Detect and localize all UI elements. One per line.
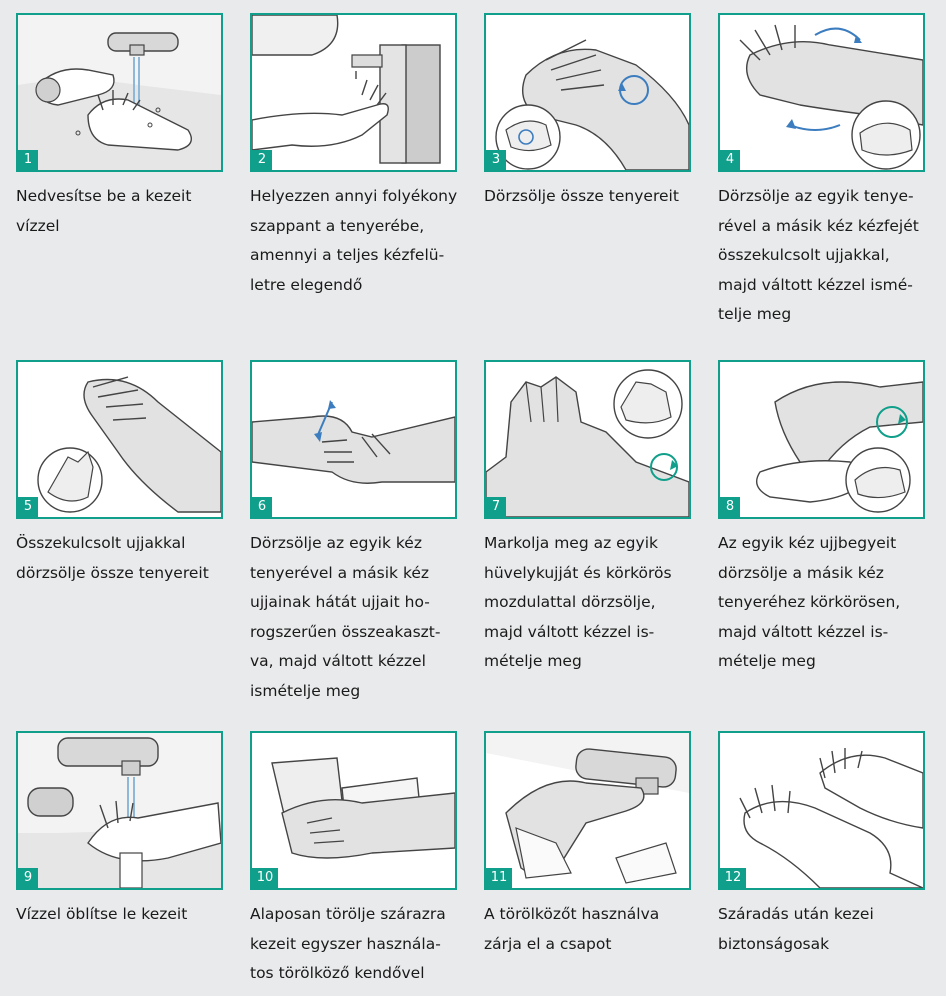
step-3-illustration: 3 xyxy=(484,13,691,172)
step-caption: Nedvesítse be a kezeit vízzel xyxy=(16,187,192,235)
step-8: 8 Az egyik kéz ujjbegyeit dörzsölje a má… xyxy=(718,360,925,677)
step-caption: Alaposan törölje szárazra kezeit egyszer… xyxy=(250,905,446,982)
rinse-hands-icon xyxy=(18,733,221,888)
step-caption: Száradás után kezei biztonságosak xyxy=(718,905,874,953)
close-tap-icon xyxy=(486,733,689,888)
soap-dispenser-icon xyxy=(252,15,455,170)
step-6-illustration: 6 xyxy=(250,360,457,519)
step-5-illustration: 5 xyxy=(16,360,223,519)
step-number: 8 xyxy=(720,497,740,517)
step-11-illustration: 11 xyxy=(484,731,691,890)
thumb-rub-icon xyxy=(486,362,689,517)
step-1: 1 Nedvesítse be a kezeit vízzel xyxy=(16,13,223,241)
step-12: 12 Száradás után kezei biztonságosak xyxy=(718,731,925,959)
step-3: 3 Dörzsölje össze tenyereit xyxy=(484,13,691,212)
step-caption: Dörzsölje az egyik tenye- rével a másik … xyxy=(718,187,919,323)
step-9-illustration: 9 xyxy=(16,731,223,890)
step-number: 4 xyxy=(720,150,740,170)
step-7: 7 Markolja meg az egyik hüvelykujját és … xyxy=(484,360,691,677)
step-number: 3 xyxy=(486,150,506,170)
step-12-illustration: 12 xyxy=(718,731,925,890)
step-caption: Helyezzen annyi folyékony szappant a ten… xyxy=(250,187,458,294)
step-number: 11 xyxy=(486,868,512,888)
wet-hands-icon xyxy=(18,15,221,170)
step-2: 2 Helyezzen annyi folyékony szappant a t… xyxy=(250,13,457,300)
step-caption: Összekulcsolt ujjakkal dörzsölje össze t… xyxy=(16,534,209,582)
hooked-fingers-icon xyxy=(252,362,455,517)
step-caption: A törölközőt használva zárja el a csapot xyxy=(484,905,660,953)
step-4-illustration: 4 xyxy=(718,13,925,172)
step-10: 10 Alaposan törölje szárazra kezeit egys… xyxy=(250,731,457,989)
fingertips-rub-icon xyxy=(720,362,923,517)
step-caption: Vízzel öblítse le kezeit xyxy=(16,905,188,923)
step-10-illustration: 10 xyxy=(250,731,457,890)
step-9: 9 Vízzel öblítse le kezeit xyxy=(16,731,223,930)
step-number: 12 xyxy=(720,868,746,888)
step-caption: Markolja meg az egyik hüvelykujját és kö… xyxy=(484,534,672,670)
step-caption: Dörzsölje össze tenyereit xyxy=(484,187,679,205)
step-7-illustration: 7 xyxy=(484,360,691,519)
interlaced-fingers-icon xyxy=(18,362,221,517)
rub-palms-icon xyxy=(486,15,689,170)
step-4: 4 Dörzsölje az egyik tenye- rével a mási… xyxy=(718,13,925,330)
towel-dry-icon xyxy=(252,733,455,888)
step-caption: Az egyik kéz ujjbegyeit dörzsölje a mási… xyxy=(718,534,901,670)
rub-back-of-hand-icon xyxy=(720,15,923,170)
safe-hands-icon xyxy=(720,733,923,888)
step-6: 6 Dörzsölje az egyik kéz tenyerével a má… xyxy=(250,360,457,706)
step-8-illustration: 8 xyxy=(718,360,925,519)
step-number: 6 xyxy=(252,497,272,517)
step-1-illustration: 1 xyxy=(16,13,223,172)
step-caption: Dörzsölje az egyik kéz tenyerével a mási… xyxy=(250,534,441,700)
step-number: 2 xyxy=(252,150,272,170)
step-11: 11 A törölközőt használva zárja el a csa… xyxy=(484,731,691,959)
step-number: 9 xyxy=(18,868,38,888)
step-number: 10 xyxy=(252,868,278,888)
step-5: 5 Összekulcsolt ujjakkal dörzsölje össze… xyxy=(16,360,223,588)
step-number: 1 xyxy=(18,150,38,170)
step-number: 7 xyxy=(486,497,506,517)
step-2-illustration: 2 xyxy=(250,13,457,172)
step-number: 5 xyxy=(18,497,38,517)
